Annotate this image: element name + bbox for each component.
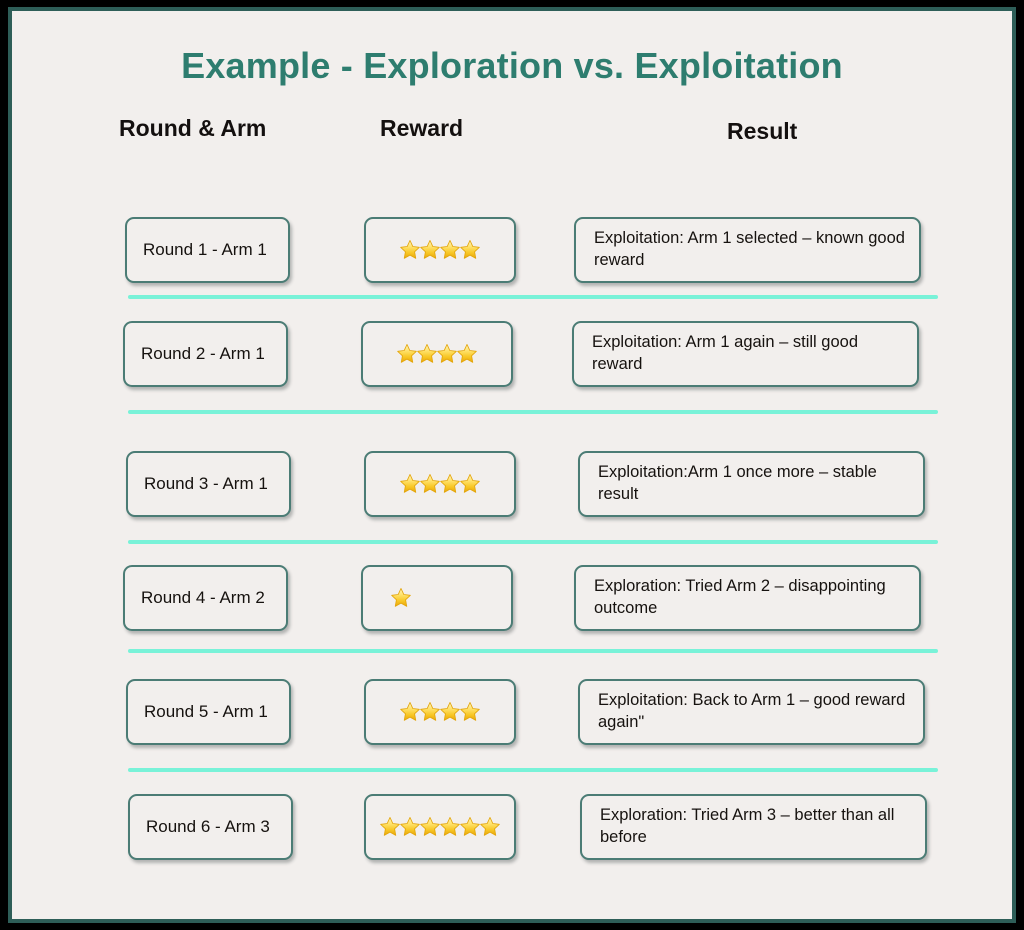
star-icon (399, 701, 421, 723)
result-label: Exploitation:Arm 1 once more – stable re… (598, 463, 877, 503)
star-icon (379, 816, 401, 838)
result-card[interactable]: Exploitation: Arm 1 again – still good r… (572, 321, 919, 387)
star-icon (419, 816, 441, 838)
star-icon (459, 701, 481, 723)
round-arm-card[interactable]: Round 5 - Arm 1 (126, 679, 291, 745)
star-icon (390, 587, 412, 609)
row-divider (128, 649, 938, 653)
star-icon (419, 701, 441, 723)
star-icon (416, 343, 438, 365)
star-icon (439, 816, 461, 838)
star-icon (436, 343, 458, 365)
star-icon (399, 239, 421, 261)
star-icon (439, 239, 461, 261)
round-arm-label: Round 3 - Arm 1 (144, 474, 268, 493)
round-arm-label: Round 6 - Arm 3 (146, 817, 270, 836)
round-arm-card[interactable]: Round 1 - Arm 1 (125, 217, 290, 283)
column-header-reward: Reward (380, 115, 464, 141)
star-icon (396, 343, 418, 365)
round-arm-card[interactable]: Round 6 - Arm 3 (128, 794, 293, 860)
star-rating (391, 587, 411, 609)
column-header-result: Result (727, 118, 798, 144)
row-divider (128, 768, 938, 772)
row-divider (128, 540, 938, 544)
result-card[interactable]: Exploration: Tried Arm 2 – disappointing… (574, 565, 921, 631)
round-arm-card[interactable]: Round 3 - Arm 1 (126, 451, 291, 517)
star-rating (380, 816, 500, 838)
row-divider (128, 295, 938, 299)
star-rating (400, 701, 480, 723)
result-label: Exploitation: Arm 1 selected – known goo… (594, 229, 905, 269)
result-label: Exploitation: Back to Arm 1 – good rewar… (598, 691, 906, 731)
reward-card[interactable] (361, 565, 513, 631)
star-rating (400, 239, 480, 261)
reward-card[interactable] (364, 451, 516, 517)
reward-card[interactable] (361, 321, 513, 387)
star-icon (439, 701, 461, 723)
result-label: Exploration: Tried Arm 3 – better than a… (600, 806, 895, 846)
round-arm-card[interactable]: Round 4 - Arm 2 (123, 565, 288, 631)
star-icon (399, 473, 421, 495)
reward-card[interactable] (364, 217, 516, 283)
star-icon (399, 816, 421, 838)
round-arm-label: Round 5 - Arm 1 (144, 702, 268, 721)
result-label: Exploration: Tried Arm 2 – disappointing… (594, 577, 886, 617)
reward-card[interactable] (364, 794, 516, 860)
star-icon (459, 473, 481, 495)
star-icon (459, 239, 481, 261)
slide-board: Example - Exploration vs. Exploitation R… (8, 7, 1016, 923)
round-arm-label: Round 2 - Arm 1 (141, 344, 265, 363)
result-card[interactable]: Exploitation: Arm 1 selected – known goo… (574, 217, 921, 283)
result-card[interactable]: Exploitation: Back to Arm 1 – good rewar… (578, 679, 925, 745)
round-arm-label: Round 4 - Arm 2 (141, 588, 265, 607)
reward-card[interactable] (364, 679, 516, 745)
star-icon (419, 239, 441, 261)
column-header-round-arm: Round & Arm (119, 115, 267, 141)
star-icon (459, 816, 481, 838)
star-icon (419, 473, 441, 495)
result-card[interactable]: Exploitation:Arm 1 once more – stable re… (578, 451, 925, 517)
star-rating (397, 343, 477, 365)
page-title: Example - Exploration vs. Exploitation (181, 45, 843, 86)
result-label: Exploitation: Arm 1 again – still good r… (592, 333, 858, 373)
round-arm-label: Round 1 - Arm 1 (143, 240, 267, 259)
star-icon (479, 816, 501, 838)
star-icon (456, 343, 478, 365)
star-rating (400, 473, 480, 495)
result-card[interactable]: Exploration: Tried Arm 3 – better than a… (580, 794, 927, 860)
row-divider (128, 410, 938, 414)
star-icon (439, 473, 461, 495)
round-arm-card[interactable]: Round 2 - Arm 1 (123, 321, 288, 387)
